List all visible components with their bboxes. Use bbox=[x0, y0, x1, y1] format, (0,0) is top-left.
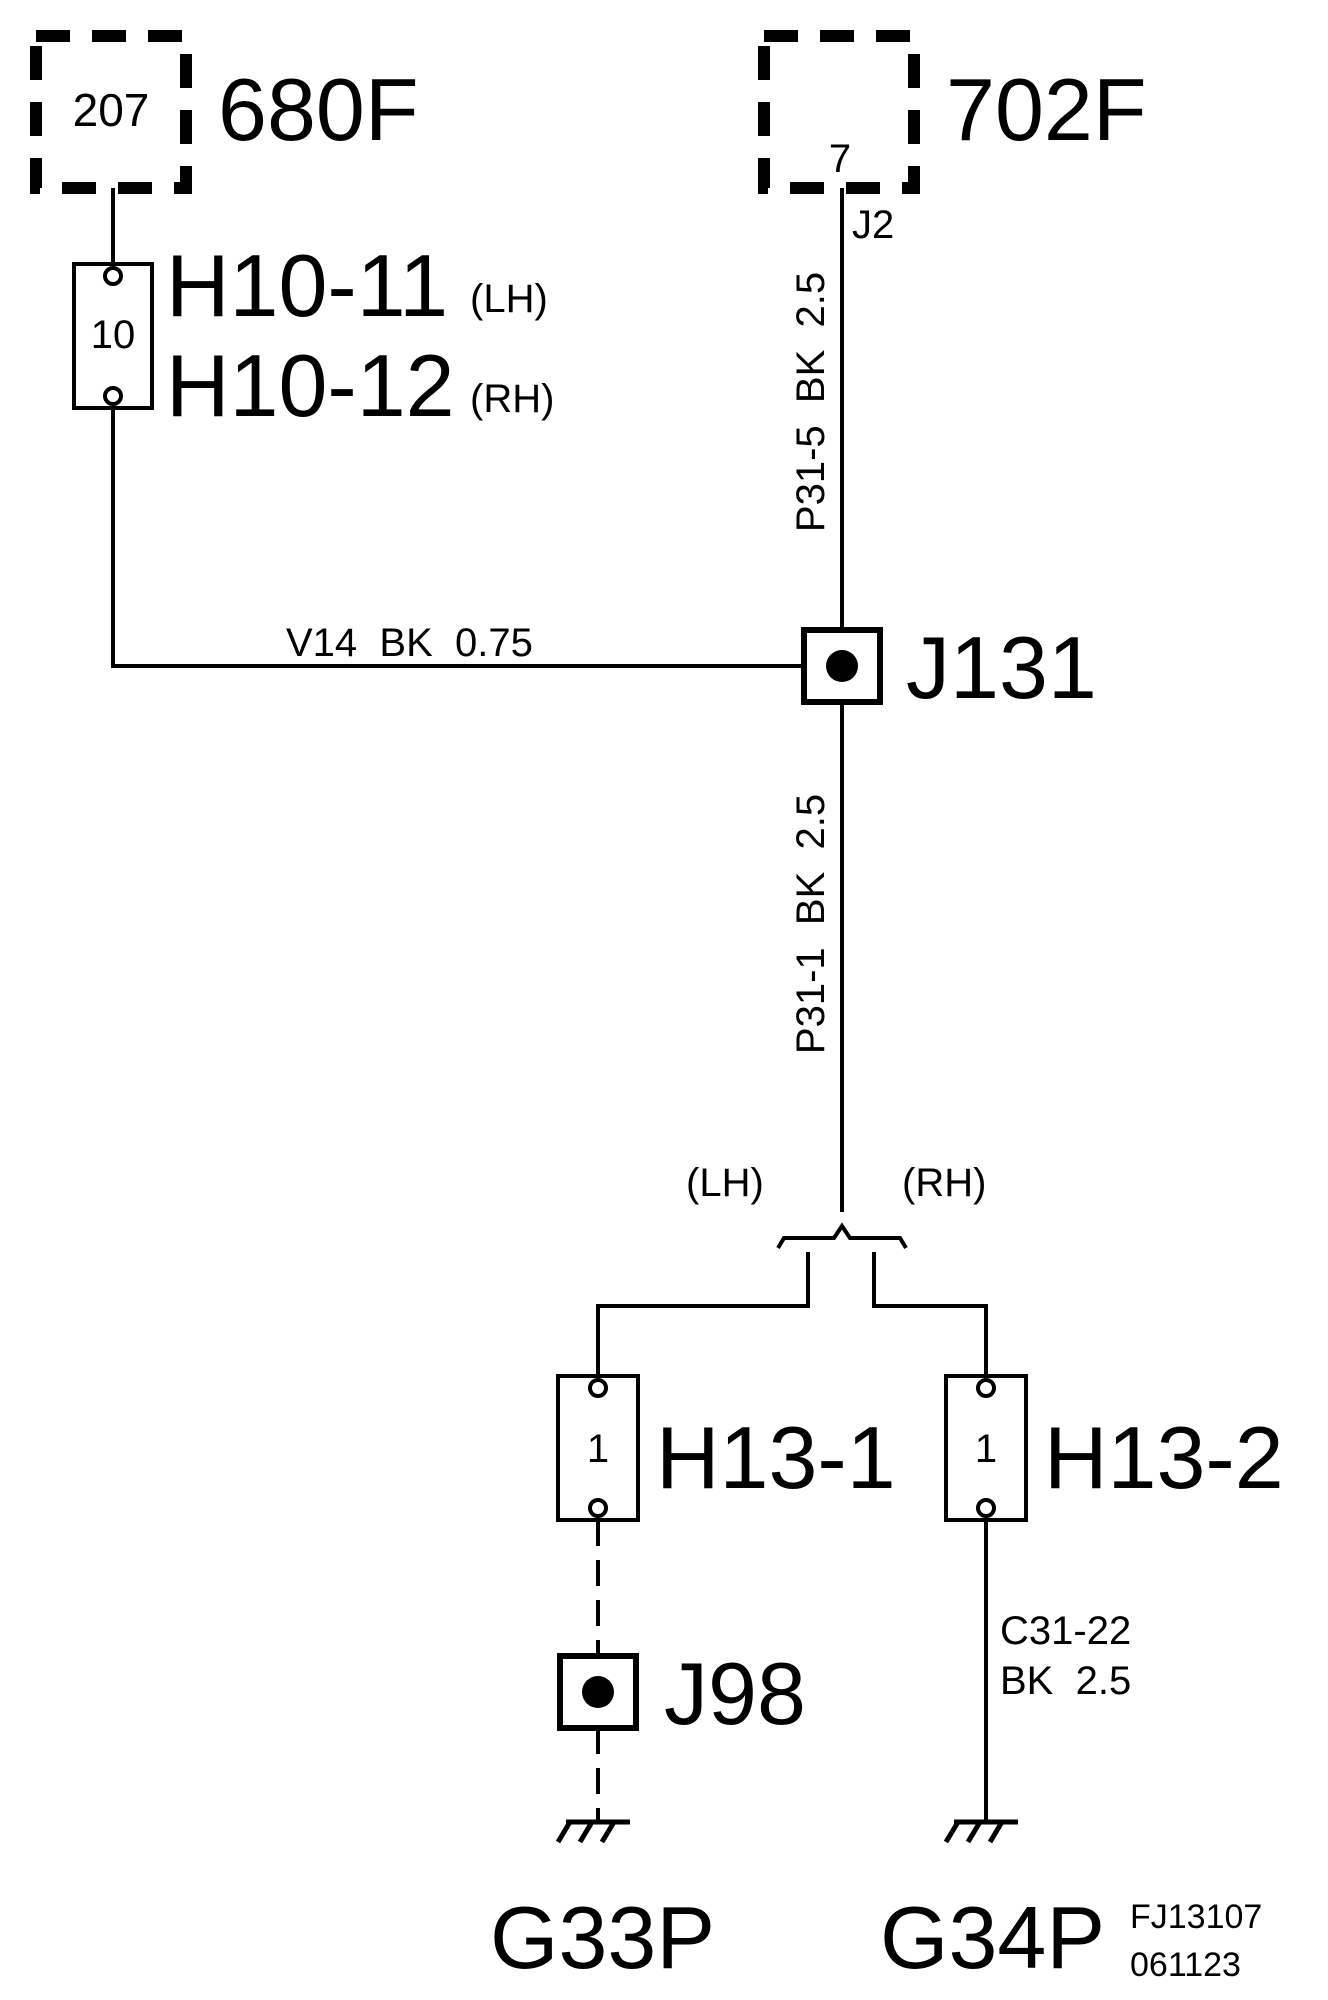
wire-p31-1-label: P31-1 BK 2.5 bbox=[789, 794, 833, 1054]
ground-g34p-tick-2 bbox=[965, 1820, 983, 1844]
splice-j131-label: J131 bbox=[906, 618, 1097, 717]
connector-h10-label-rh: H10-12 bbox=[166, 336, 455, 435]
wire-v14: V14 BK 0.75 bbox=[111, 408, 842, 668]
ground-g34p: G34P bbox=[880, 1819, 1105, 1987]
connector-h10-pin-top bbox=[103, 266, 123, 286]
reference-block: FJ13107 061123 bbox=[1130, 1898, 1262, 1984]
connector-h13-1-pin-bottom bbox=[588, 1498, 608, 1518]
module-702f-pin: 7 bbox=[829, 137, 851, 181]
connector-h13-1-pin-top bbox=[588, 1378, 608, 1398]
connector-h13-1-label: H13-1 bbox=[656, 1408, 896, 1507]
module-680f-label: 680F bbox=[218, 60, 419, 159]
connector-h10-label-lh: H10-11 bbox=[166, 236, 448, 335]
wire-v14-line bbox=[111, 408, 842, 668]
connector-h10-pin-bottom bbox=[103, 386, 123, 406]
wire-c31-22: C31-22 BK 2.5 bbox=[984, 1520, 1131, 1822]
connector-h13-1-pin-number: 1 bbox=[587, 1427, 609, 1471]
module-702f-box bbox=[758, 30, 920, 194]
ground-g34p-tick-3 bbox=[987, 1820, 1005, 1844]
splice-j131: J131 bbox=[801, 618, 1097, 717]
connector-h13-2: 1 H13-2 bbox=[944, 1374, 1284, 1522]
ground-g33p-label: G33P bbox=[490, 1888, 715, 1987]
module-702f: 7 702F J2 bbox=[758, 30, 1147, 247]
wire-p31-5: P31-5 BK 2.5 bbox=[789, 188, 844, 630]
wire-h13-1-to-g33p: J98 bbox=[557, 1520, 806, 1822]
wire-v14-label: V14 BK 0.75 bbox=[286, 621, 533, 665]
module-680f-pin: 207 bbox=[73, 84, 150, 136]
module-702f-connector: J2 bbox=[852, 203, 894, 247]
wire-p31-1: P31-1 BK 2.5 bbox=[789, 702, 844, 1212]
wire-p31-5-label: P31-5 BK 2.5 bbox=[789, 272, 833, 532]
connector-h10-side-lh: (LH) bbox=[470, 277, 548, 321]
connector-h13-2-pin-number: 1 bbox=[975, 1427, 997, 1471]
reference-date: 061123 bbox=[1130, 1946, 1241, 1984]
splice-j131-dot bbox=[826, 650, 858, 682]
connector-h10-body bbox=[72, 262, 154, 410]
connector-h10: 10 H10-11 (LH) H10-12 (RH) bbox=[72, 188, 554, 435]
branch-wire-lh bbox=[596, 1252, 810, 1376]
connector-h10-side-rh: (RH) bbox=[470, 377, 554, 421]
branch-junction: (LH) (RH) bbox=[596, 1161, 988, 1376]
wire-c31-22-label-code: C31-22 bbox=[1000, 1609, 1131, 1653]
splice-j98-label: J98 bbox=[664, 1644, 806, 1743]
branch-wire-rh bbox=[872, 1252, 988, 1376]
branch-label-lh: (LH) bbox=[686, 1161, 764, 1205]
connector-h13-2-pin-bottom bbox=[976, 1498, 996, 1518]
connector-h13-2-label: H13-2 bbox=[1044, 1408, 1284, 1507]
connector-h13-1-body bbox=[556, 1374, 640, 1522]
module-680f: 207 680F bbox=[30, 30, 419, 194]
ground-g34p-label: G34P bbox=[880, 1888, 1105, 1987]
splice-j98-dot bbox=[582, 1676, 614, 1708]
branch-brace bbox=[776, 1222, 908, 1250]
ground-g33p: G33P bbox=[490, 1819, 715, 1987]
wire-c31-22-label-spec: BK 2.5 bbox=[1000, 1659, 1131, 1703]
ground-g34p-tick-1 bbox=[943, 1820, 961, 1844]
module-680f-box bbox=[30, 30, 192, 194]
ground-g33p-tick-3 bbox=[599, 1820, 617, 1844]
ground-g33p-tick-1 bbox=[555, 1820, 573, 1844]
connector-h13-1: 1 H13-1 bbox=[556, 1374, 896, 1522]
module-702f-label: 702F bbox=[946, 60, 1147, 159]
branch-label-rh: (RH) bbox=[902, 1161, 986, 1205]
connector-h13-2-pin-top bbox=[976, 1378, 996, 1398]
ground-g33p-tick-2 bbox=[577, 1820, 595, 1844]
connector-h10-pin-number: 10 bbox=[91, 313, 136, 357]
reference-code: FJ13107 bbox=[1130, 1898, 1262, 1936]
